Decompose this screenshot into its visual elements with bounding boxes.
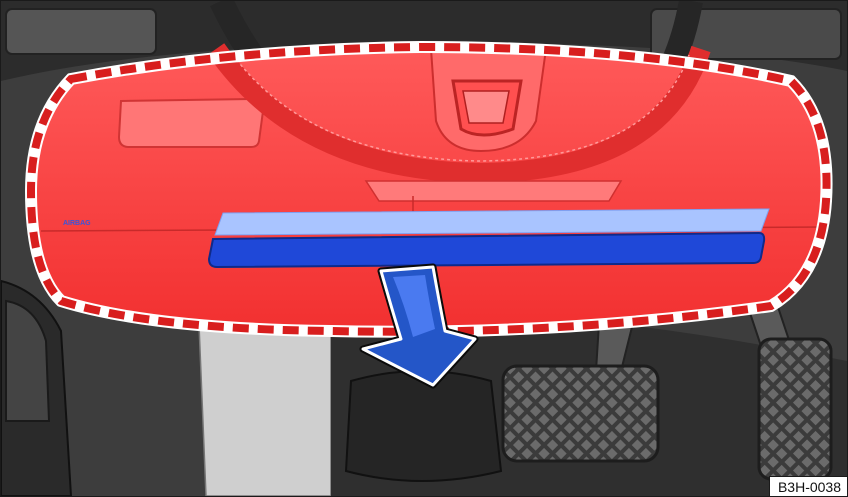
storage-recess xyxy=(119,99,263,147)
brake-pedal xyxy=(503,366,658,461)
upper-left-vent xyxy=(6,9,156,54)
airbag-label: AIRBAG xyxy=(63,220,91,227)
column-shroud xyxy=(366,181,621,201)
airbag-trim-strip xyxy=(215,209,769,235)
accelerator-pedal xyxy=(759,339,831,479)
wheel-hub-logo xyxy=(463,91,509,123)
knee-airbag-bar xyxy=(209,233,764,267)
figure-code: B3H-0038 xyxy=(769,476,847,496)
floor-mat xyxy=(346,371,501,481)
